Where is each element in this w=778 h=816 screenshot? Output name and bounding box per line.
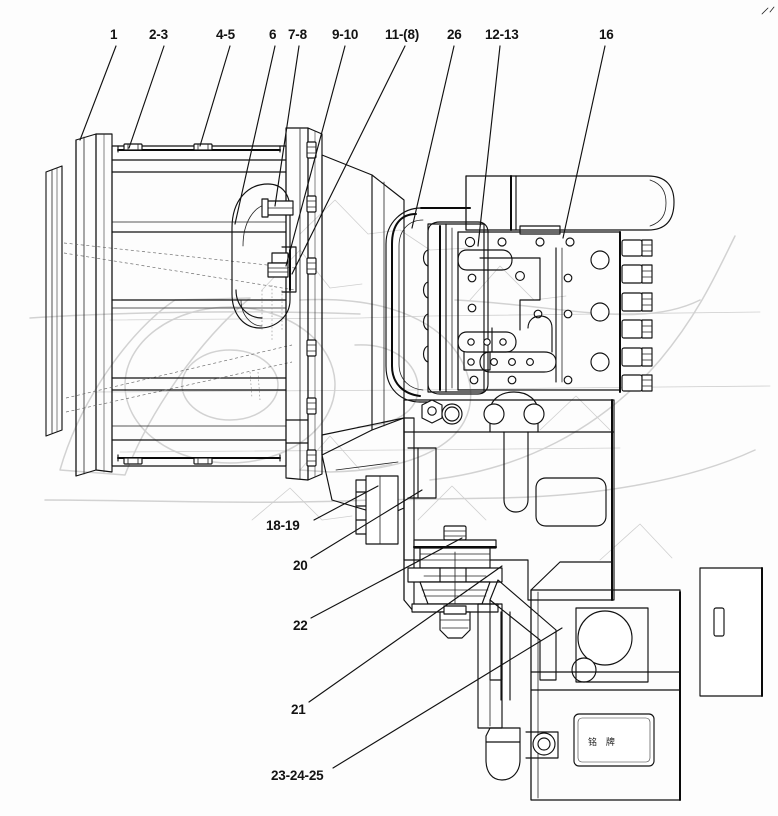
leader-23-24-25 bbox=[332, 627, 563, 769]
valve-bolt-pad-lower bbox=[479, 351, 557, 373]
valve-control-plate bbox=[457, 225, 621, 391]
callout-label-21: 21 bbox=[291, 702, 306, 717]
callout-label-7-8: 7-8 bbox=[288, 27, 307, 42]
callout-leader-lines bbox=[79, 45, 606, 769]
drum-hidden-internals bbox=[63, 242, 296, 413]
leader-1 bbox=[79, 45, 117, 141]
rope-clamp-detail bbox=[267, 246, 297, 293]
splined-hub bbox=[355, 475, 399, 545]
gearbox-housing bbox=[485, 561, 763, 801]
callout-label-22: 22 bbox=[293, 618, 308, 633]
leader-4-5 bbox=[199, 45, 231, 147]
leader-6 bbox=[234, 45, 276, 225]
leader-20 bbox=[310, 489, 423, 559]
leader-11-8 bbox=[291, 45, 406, 275]
cable-drum-assembly bbox=[45, 127, 323, 481]
callout-label-1: 1 bbox=[110, 27, 118, 42]
drum-flange-bolts bbox=[306, 141, 317, 467]
motor-reservoir-cylinder bbox=[465, 175, 675, 231]
drum-left-flange bbox=[75, 133, 113, 477]
callout-label-9-10: 9-10 bbox=[332, 27, 359, 42]
leader-26 bbox=[411, 45, 455, 229]
support-column bbox=[477, 603, 503, 729]
motor-case bbox=[422, 221, 489, 395]
watermark-layer bbox=[29, 235, 756, 503]
callout-label-18-19: 18-19 bbox=[266, 518, 300, 533]
phantom-construction-lines bbox=[94, 199, 771, 561]
leader-18-19 bbox=[313, 485, 379, 521]
callout-label-23-24-25: 23-24-25 bbox=[271, 768, 324, 783]
callout-label-26: 26 bbox=[447, 27, 462, 42]
callout-label-11-8: 11-(8) bbox=[385, 27, 420, 42]
motor-port-bolts bbox=[619, 235, 653, 393]
nameplate-box bbox=[573, 713, 655, 767]
brake-base-housing bbox=[355, 391, 615, 681]
callout-label-16: 16 bbox=[599, 27, 614, 42]
lifting-yoke bbox=[483, 391, 545, 513]
drum-right-flange bbox=[285, 127, 323, 481]
drum-left-outer-flange bbox=[45, 165, 63, 437]
nameplate-label: 铭 牌 bbox=[588, 738, 618, 748]
rope-anchor-bolt-block bbox=[261, 198, 294, 218]
leader-16 bbox=[562, 45, 606, 239]
callout-label-6: 6 bbox=[269, 27, 277, 42]
callout-label-20: 20 bbox=[293, 558, 308, 573]
leader-2-3 bbox=[128, 45, 165, 149]
drum-barrel bbox=[111, 145, 287, 467]
leader-7-8 bbox=[274, 45, 300, 207]
right-mounting-bar bbox=[699, 567, 763, 697]
housing-foot bbox=[485, 727, 521, 781]
brake-coupling-stack bbox=[407, 525, 503, 639]
hydraulic-motor-assembly bbox=[385, 175, 675, 403]
valve-bolt-pad-upper bbox=[457, 331, 517, 371]
base-top-bosses bbox=[421, 399, 463, 425]
corner-registration-mark bbox=[761, 6, 775, 15]
leader-21 bbox=[308, 565, 503, 703]
drum-lagging-fasteners bbox=[123, 143, 213, 465]
callout-label-2-3: 2-3 bbox=[149, 27, 168, 42]
leader-22 bbox=[310, 537, 463, 619]
leader-9-10 bbox=[285, 45, 346, 267]
callout-label-12-13: 12-13 bbox=[485, 27, 519, 42]
callout-label-4-5: 4-5 bbox=[216, 27, 235, 42]
leader-12-13 bbox=[477, 45, 501, 247]
